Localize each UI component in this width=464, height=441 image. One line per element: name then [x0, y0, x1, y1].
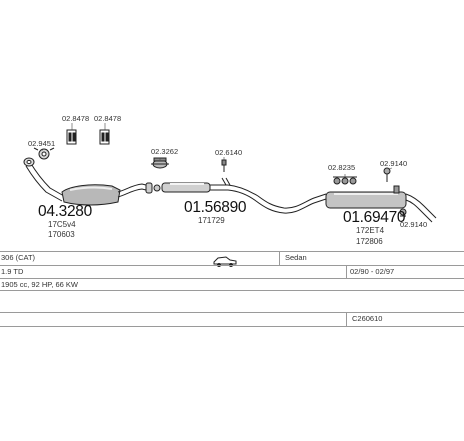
rear-silencer — [325, 185, 437, 223]
part-number-label[interactable]: 04.3280 — [38, 203, 92, 220]
table-divider — [0, 290, 464, 291]
part-code-label: 02.9140 — [400, 220, 428, 229]
part-code-label: 02.9140 — [380, 159, 408, 168]
tail-hanger-icon — [399, 208, 407, 217]
bolt-kit-icon-2 — [99, 129, 110, 145]
gasket-icon — [33, 147, 55, 160]
table-divider — [0, 312, 464, 313]
catalog-ref: C260610 — [352, 314, 383, 323]
part-code-label: 02.3262 — [151, 147, 179, 156]
part-number-label[interactable]: 01.69470 — [343, 209, 406, 226]
bolt-kit-icon — [66, 129, 77, 145]
table-column-divider — [346, 312, 347, 326]
table-divider — [0, 326, 464, 327]
vehicle-model: 306 (CAT) — [1, 253, 36, 262]
leader-lines — [41, 123, 393, 177]
intermediate-pipe — [117, 183, 151, 198]
part-code-label: 02.8478 — [94, 114, 122, 123]
part-code-label: 02.9451 — [28, 139, 56, 148]
vehicle-body: Sedan — [285, 253, 307, 262]
table-column-divider — [346, 265, 347, 278]
middle-pipe — [210, 177, 327, 214]
flange-clamp — [145, 182, 161, 194]
part-number-label[interactable]: 01.56890 — [184, 199, 247, 216]
hanger-pair-icon — [333, 176, 357, 185]
part-ref-label: 17C5v4 — [48, 220, 76, 229]
vehicle-engine: 1.9 TD — [1, 267, 24, 276]
vehicle-spec: 1905 cc, 92 HP, 66 KW — [1, 280, 78, 289]
table-divider — [0, 278, 464, 279]
front-pipe — [23, 157, 65, 202]
part-code-label: 02.8235 — [328, 163, 356, 172]
part-ref-label: 172806 — [356, 237, 383, 246]
part-ref-label: 172ET4 — [356, 226, 385, 235]
part-code-label: 02.6140 — [215, 148, 243, 157]
catalytic-converter — [61, 184, 121, 206]
table-divider — [0, 251, 464, 252]
hanger-icon — [221, 159, 227, 172]
table-divider — [0, 265, 464, 266]
part-ref-label: 171729 — [198, 216, 225, 225]
part-code-label: 02.8478 — [62, 114, 90, 123]
part-ref-label: 170603 — [48, 230, 75, 239]
rubber-hanger-icon — [383, 167, 391, 182]
middle-silencer — [161, 182, 211, 193]
table-column-divider — [279, 251, 280, 265]
vehicle-years: 02/90 - 02/97 — [350, 267, 395, 276]
